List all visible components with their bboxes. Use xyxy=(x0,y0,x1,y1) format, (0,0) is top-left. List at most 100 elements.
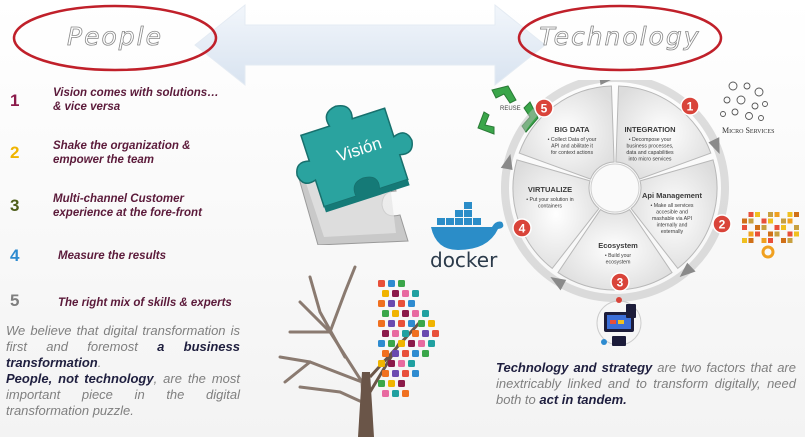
tree-app-icon xyxy=(382,330,389,337)
tree-app-icon xyxy=(392,390,399,397)
cycle-text-4-1: • Put your solution in xyxy=(526,197,573,203)
tree-app-icon xyxy=(402,330,409,337)
cycle-text-1-1: • Decompose your xyxy=(629,137,672,143)
tree-app-icon xyxy=(398,300,405,307)
tree-branch xyxy=(328,265,357,334)
cycle-badge-1 xyxy=(680,96,700,116)
cluster-tile xyxy=(748,231,754,237)
tree-app-icon xyxy=(428,320,435,327)
tree-app-icon xyxy=(398,360,405,367)
tree-app-icon xyxy=(382,390,389,397)
cluster-tile xyxy=(774,231,780,237)
item-text-5: The right mix of skills & experts xyxy=(58,296,232,310)
cluster-tile xyxy=(768,212,773,217)
item-1-line2: & vice versa xyxy=(53,101,121,113)
item-number-3: 3 xyxy=(10,196,20,215)
para1-text: We believe that digital transformation i… xyxy=(6,323,240,354)
cluster-tile xyxy=(774,212,780,217)
cycle-arrow-4 xyxy=(500,154,513,170)
recycle-label: REUSE xyxy=(500,106,521,112)
gear-icon xyxy=(761,245,775,259)
tree-app-icon xyxy=(388,280,395,287)
cluster-tile xyxy=(787,218,793,224)
item-text-2: Shake the organization & empower the tea… xyxy=(53,139,190,167)
tree-app-icon xyxy=(378,320,385,327)
tree-app-icon xyxy=(378,280,385,287)
cycle-badge-3 xyxy=(610,272,630,292)
technology-oval xyxy=(517,4,723,72)
tree-app-icon xyxy=(408,360,415,367)
cycle-title-2: Api Management xyxy=(642,191,703,200)
tech-para-text: are two factors that are inextricably li… xyxy=(496,360,796,407)
cluster-tile xyxy=(794,212,799,217)
tree-app-icon xyxy=(392,330,399,337)
tree-app-icon xyxy=(422,310,429,317)
cluster-tile xyxy=(742,238,747,243)
tree-app-icon xyxy=(382,290,389,297)
tree-app-icon xyxy=(412,310,419,317)
tree-app-icon xyxy=(378,300,385,307)
tree-app-icon xyxy=(408,300,415,307)
cycle-text-1-4: into micro services xyxy=(629,157,672,163)
cluster-tile xyxy=(755,231,760,237)
technology-paragraph: Technology and strategy are two factors … xyxy=(496,360,796,408)
tree-app-icon xyxy=(418,340,425,347)
tree-app-icon xyxy=(402,390,409,397)
cycle-segment-4 xyxy=(512,159,600,270)
item-2-line1: Shake the organization & xyxy=(53,140,191,152)
item-1-line1: Vision comes with solutions… xyxy=(53,87,219,99)
tree-app-icon xyxy=(432,330,439,337)
tree-app-icon xyxy=(398,380,405,387)
item-3-line2: experience at the fore-front xyxy=(53,207,202,219)
people-oval xyxy=(12,4,218,72)
cluster-tile xyxy=(761,218,767,224)
tree-app-icon xyxy=(392,370,399,377)
tree-branch xyxy=(298,385,364,404)
microservices-icon xyxy=(720,81,768,121)
cycle-title-1: INTEGRATION xyxy=(624,125,675,134)
item-number-2: 2 xyxy=(10,143,20,162)
item-text-1: Vision comes with solutions… & vice vers… xyxy=(53,86,219,114)
technology-title: Technology xyxy=(539,22,701,52)
people-title: People xyxy=(67,22,163,52)
tree-branch xyxy=(283,360,312,384)
cycle-arrow-3 xyxy=(550,276,567,291)
tree-app-icon xyxy=(388,340,395,347)
para1-bold: a business transformation xyxy=(6,339,240,370)
tree-app-icon xyxy=(422,330,429,337)
cycle-arrow-5 xyxy=(599,80,611,86)
cluster-tile xyxy=(781,218,786,224)
item-number-4: 4 xyxy=(10,246,20,265)
cycle-segment-5 xyxy=(518,85,615,180)
tree-app-icon xyxy=(398,280,405,287)
cycle-hub xyxy=(590,163,640,213)
cycle-title-4: VIRTUALIZE xyxy=(528,185,572,194)
tree-app-icon xyxy=(398,320,405,327)
tree-trunk xyxy=(358,372,374,437)
cycle-badge-4 xyxy=(512,218,532,238)
tree-app-icon xyxy=(402,350,409,357)
cluster-tile xyxy=(781,238,786,243)
cycle-badge-num-3: 3 xyxy=(617,276,624,290)
cycle-badge-num-4: 4 xyxy=(519,222,526,236)
devices-icon xyxy=(596,297,642,346)
people-paragraph: We believe that digital transformation i… xyxy=(6,323,240,419)
cycle-text-1-2: business processes, xyxy=(627,144,674,150)
tree-app-icon xyxy=(418,320,425,327)
tech-para-bold1: Technology and strategy xyxy=(496,360,653,375)
cycle-text-5-1: • Collect Data of your xyxy=(548,137,597,143)
tree-app-icon xyxy=(392,290,399,297)
tree-branch xyxy=(308,275,347,359)
para1-end: . xyxy=(97,355,102,370)
tree-app-icon xyxy=(422,350,429,357)
docker-label: docker xyxy=(430,248,498,270)
tree-app-icon xyxy=(388,380,395,387)
cluster-tile xyxy=(787,231,793,237)
cycle-text-1-3: data and capabilities xyxy=(626,150,674,156)
tree-app-icon xyxy=(402,290,409,297)
tree-app-icon xyxy=(388,360,395,367)
cycle-badge-num-5: 5 xyxy=(541,102,548,116)
cluster-tile xyxy=(794,231,799,237)
cycle-text-2-2: accesible and xyxy=(656,210,688,216)
